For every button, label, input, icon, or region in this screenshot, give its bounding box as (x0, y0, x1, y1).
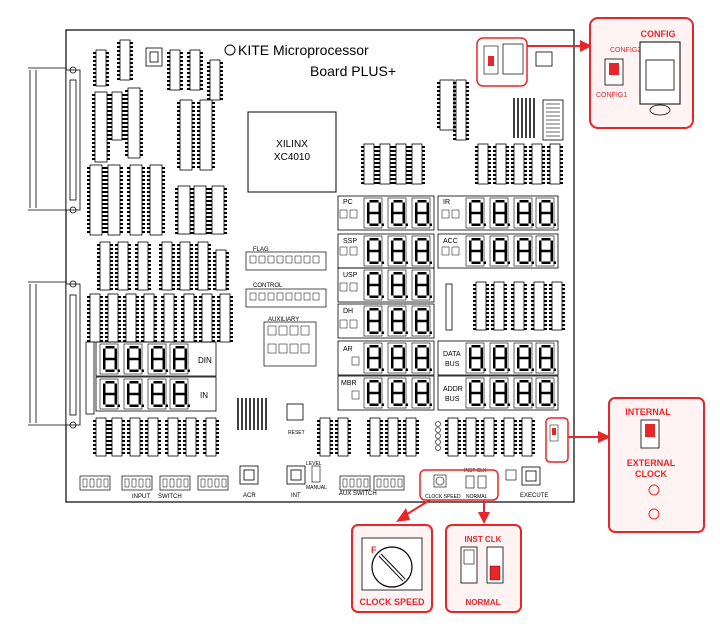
reg-mbr-label: MBR (341, 380, 357, 387)
clock-source-arrow-head (598, 431, 611, 443)
int-button-label: INT (291, 493, 301, 499)
register-labels: PC SSP USP DH AR MBR IR ACC DATA BUS ADD… (198, 199, 463, 403)
seven-segment-displays (99, 197, 556, 410)
control-group-label: CONTROL (253, 283, 283, 289)
internal-label: INTERNAL (625, 407, 671, 417)
external-label: EXTERNAL (627, 458, 676, 468)
clock-source-highlight (545, 417, 569, 463)
acr-button-label: ACR (243, 493, 256, 499)
reg-pc-label: PC (343, 199, 353, 206)
config-button-small (502, 43, 524, 75)
config-arrow-head (580, 40, 592, 52)
clock-speed-highlight (419, 469, 499, 501)
board-title-line1: KITE Microprocessor (238, 42, 369, 58)
push-buttons (145, 47, 541, 486)
reg-ssp-label: SSP (343, 238, 357, 245)
level-label: LEVEL (306, 461, 322, 467)
led-indicators (249, 209, 460, 400)
data-bus-label-1: DATA (443, 351, 461, 358)
aux-switch-label: AUX SWITCH (339, 491, 377, 497)
data-bus-label-2: BUS (445, 361, 460, 368)
config-callout-title: CONFIG (641, 29, 676, 39)
reg-acc-label: ACC (443, 238, 458, 245)
left-connector-top (28, 66, 81, 214)
reg-usp-label: USP (343, 272, 358, 279)
addr-bus-label-1: ADDR (443, 386, 463, 393)
logo-circle (224, 44, 236, 56)
left-connector-bottom (28, 280, 81, 429)
dip-switch-banks (79, 475, 405, 491)
normal-label: NORMAL (465, 598, 500, 607)
clock-speed-small-label: CLOCK SPEED (425, 494, 461, 500)
clock-source-switch-knob (645, 424, 655, 437)
config-highlight (476, 37, 528, 87)
manual-label: MANUAL (306, 485, 327, 491)
din-label: DIN (198, 356, 212, 365)
reg-dh-label: DH (343, 308, 353, 315)
fpga-label-1: XILINX (276, 139, 308, 150)
normal-small-label: NORMAL (466, 494, 488, 500)
clock-speed-arrow-line (403, 499, 431, 517)
config-switch-knob (609, 63, 619, 75)
clock-speed-callout-label: CLOCK SPEED (359, 597, 425, 607)
inst-clk-small-label: INST CLK (464, 468, 487, 474)
reg-ir-label: IR (443, 199, 450, 206)
clock-label: CLOCK (635, 469, 667, 479)
inst-clk-label: INST CLK (465, 535, 502, 544)
in-label: IN (200, 391, 208, 400)
addr-bus-label-2: BUS (445, 396, 460, 403)
reg-ar-label: AR (343, 346, 353, 353)
auxiliary-group-label: AUXILIARY (268, 317, 299, 323)
execute-button-label: EXECUTE (520, 493, 548, 499)
normal-arrow-head (478, 512, 490, 524)
config-sw-bottom-label: CONFIG1 (596, 92, 627, 99)
config-switch-small-knob (488, 56, 494, 66)
input-switch-label-1: INPUT (132, 494, 150, 500)
clock-source-callout (608, 397, 705, 533)
input-switch-label-2: SWITCH (158, 494, 182, 500)
register-panels (95, 195, 559, 412)
fpga-label-2: XC4010 (274, 152, 311, 163)
clock-speed-arrow-head (396, 508, 410, 522)
clock-speed-f-label: F (371, 545, 377, 555)
reset-button-label: RESET (288, 430, 305, 436)
board-title-line2: Board PLUS+ (310, 63, 396, 79)
fpga-chip (247, 111, 337, 193)
ic-chips (85, 39, 565, 483)
config-sw-top-label: CONFIG2 (610, 47, 641, 54)
flag-group-label: FLAG (253, 247, 269, 253)
